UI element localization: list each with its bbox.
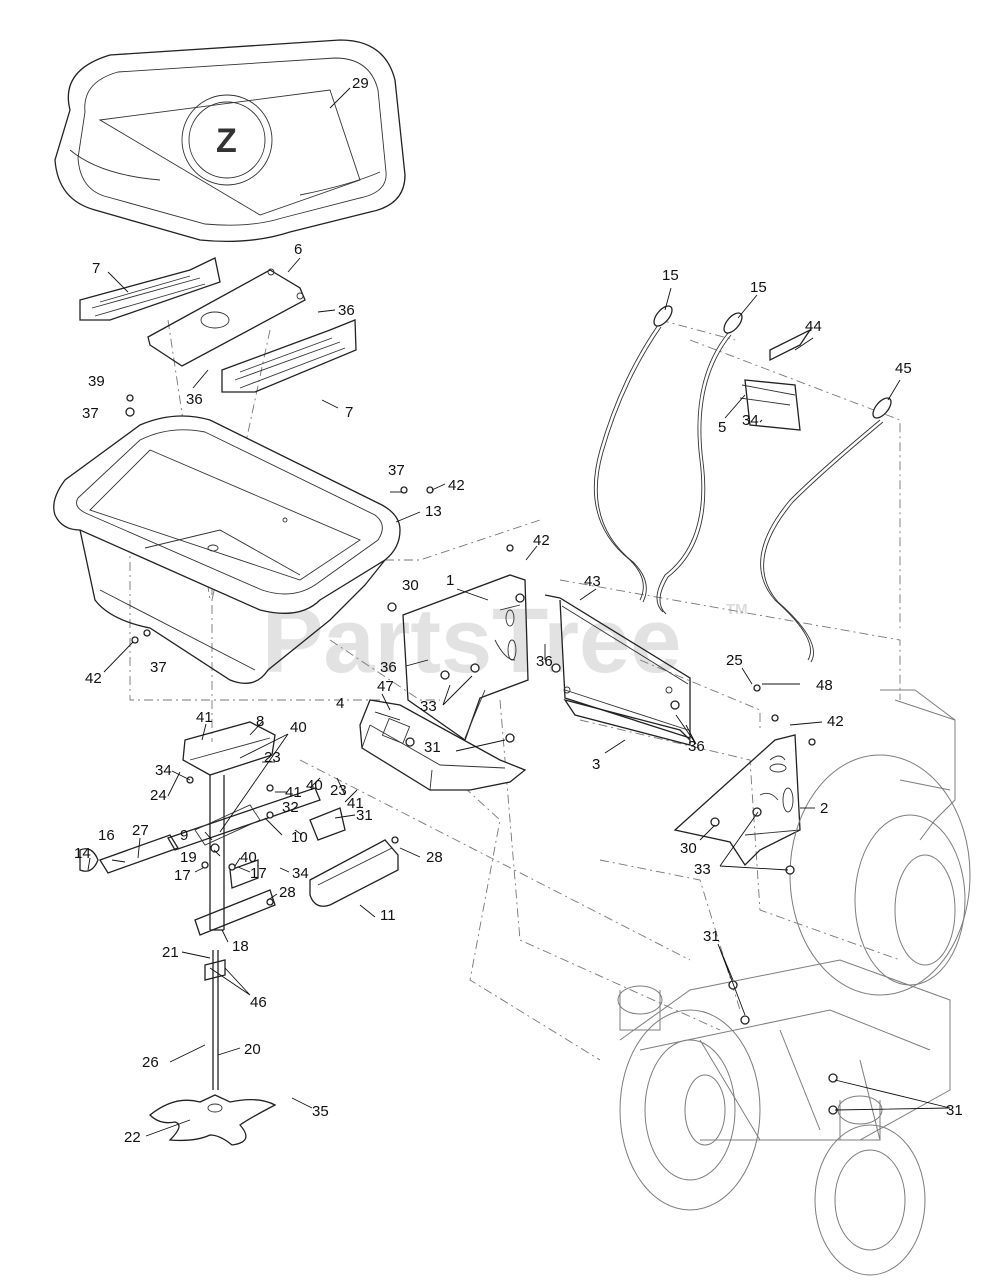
callout-5: 5 [718,419,726,436]
zturf-logo-letter: Z [216,122,237,160]
callout-42: 42 [85,670,102,687]
part-29-hopper-lid: Z [54,39,406,243]
watermark-tm: TM [726,601,748,618]
callout-17: 17 [174,867,191,884]
callout-33: 33 [420,698,437,715]
callout-3: 3 [592,756,600,773]
callout-42: 42 [533,532,550,549]
callout-21: 21 [162,944,179,961]
callout-31: 31 [946,1102,963,1119]
callout-8: 8 [256,713,264,730]
callout-2: 2 [820,800,828,817]
callout-28: 28 [426,849,443,866]
part-43-frame [544,594,691,739]
callout-11: 11 [380,907,396,924]
hardware-fasteners [125,394,838,1115]
part-2-side-bracket [673,734,801,867]
part-7-grate-right [221,319,357,393]
callout-16: 16 [98,827,115,844]
callout-31: 31 [703,928,720,945]
callout-7: 7 [92,260,100,277]
callout-39: 39 [88,373,105,390]
callout-32: 32 [282,799,299,816]
callout-36: 36 [186,391,203,408]
callout-28: 28 [279,884,296,901]
callout-35: 35 [312,1103,329,1120]
callout-27: 27 [132,822,149,839]
callout-33: 33 [694,861,711,878]
callout-23: 23 [264,749,281,766]
callout-34: 34 [292,865,309,882]
callout-17: 17 [250,865,267,882]
mower-vehicle-outline [617,689,971,1276]
callout-45: 45 [895,360,912,377]
callout-24: 24 [150,787,167,804]
callout-34: 34 [155,762,172,779]
callout-29: 29 [352,75,369,92]
part-1-bracket [402,574,529,742]
callout-41: 41 [285,784,302,801]
spreader-mechanism [79,721,346,1146]
callout-40: 40 [306,777,323,794]
part-13-hopper [53,415,401,684]
callout-46: 46 [250,994,267,1011]
assembly-guide-lines [129,319,901,1061]
callout-13: 13 [425,503,442,520]
callout-31: 31 [424,739,441,756]
callout-14: 14 [74,845,91,862]
callout-1: 1 [446,572,454,589]
part-6-baffle-plate [147,268,306,367]
part-44-mount-plate [739,328,812,431]
callout-36: 36 [536,653,553,670]
part-3-plate [563,698,691,746]
callout-40: 40 [240,849,257,866]
callout-40: 40 [290,719,307,736]
callout-36: 36 [380,659,397,676]
callout-44: 44 [805,318,822,335]
callout-41: 41 [196,709,213,726]
callout-23: 23 [330,782,347,799]
callout-47: 47 [377,678,394,695]
callout-labels: 29 6 7 36 36 7 39 37 37 42 13 42 37 15 1… [74,75,963,1146]
callout-37: 37 [82,405,99,422]
callout-7: 7 [345,404,353,421]
callout-36: 36 [338,302,355,319]
callout-22: 22 [124,1129,141,1146]
callout-43: 43 [584,573,601,590]
part-4-front-bumper [359,699,527,791]
callout-25: 25 [726,652,743,669]
callout-30: 30 [680,840,697,857]
callout-42: 42 [448,477,465,494]
callout-37: 37 [388,462,405,479]
callout-20: 20 [244,1041,261,1058]
callout-10: 10 [291,829,308,846]
part-11-deflector [309,839,399,907]
control-cables [593,305,892,663]
callout-15: 15 [662,267,679,284]
callout-15: 15 [750,279,767,296]
callout-19: 19 [180,849,197,866]
callout-41: 41 [347,795,364,812]
part-7-grate-left [79,257,221,321]
callout-9: 9 [180,827,188,844]
callout-leaders [87,87,951,1137]
callout-42: 42 [827,713,844,730]
callout-34: 34 [742,412,759,429]
callout-31: 31 [356,807,373,824]
callout-30: 30 [402,577,419,594]
callout-26: 26 [142,1054,159,1071]
callout-6: 6 [294,241,302,258]
callout-48: 48 [816,677,833,694]
callout-18: 18 [232,938,249,955]
callout-36: 36 [688,738,705,755]
callout-4: 4 [336,695,344,712]
callout-37: 37 [150,659,167,676]
